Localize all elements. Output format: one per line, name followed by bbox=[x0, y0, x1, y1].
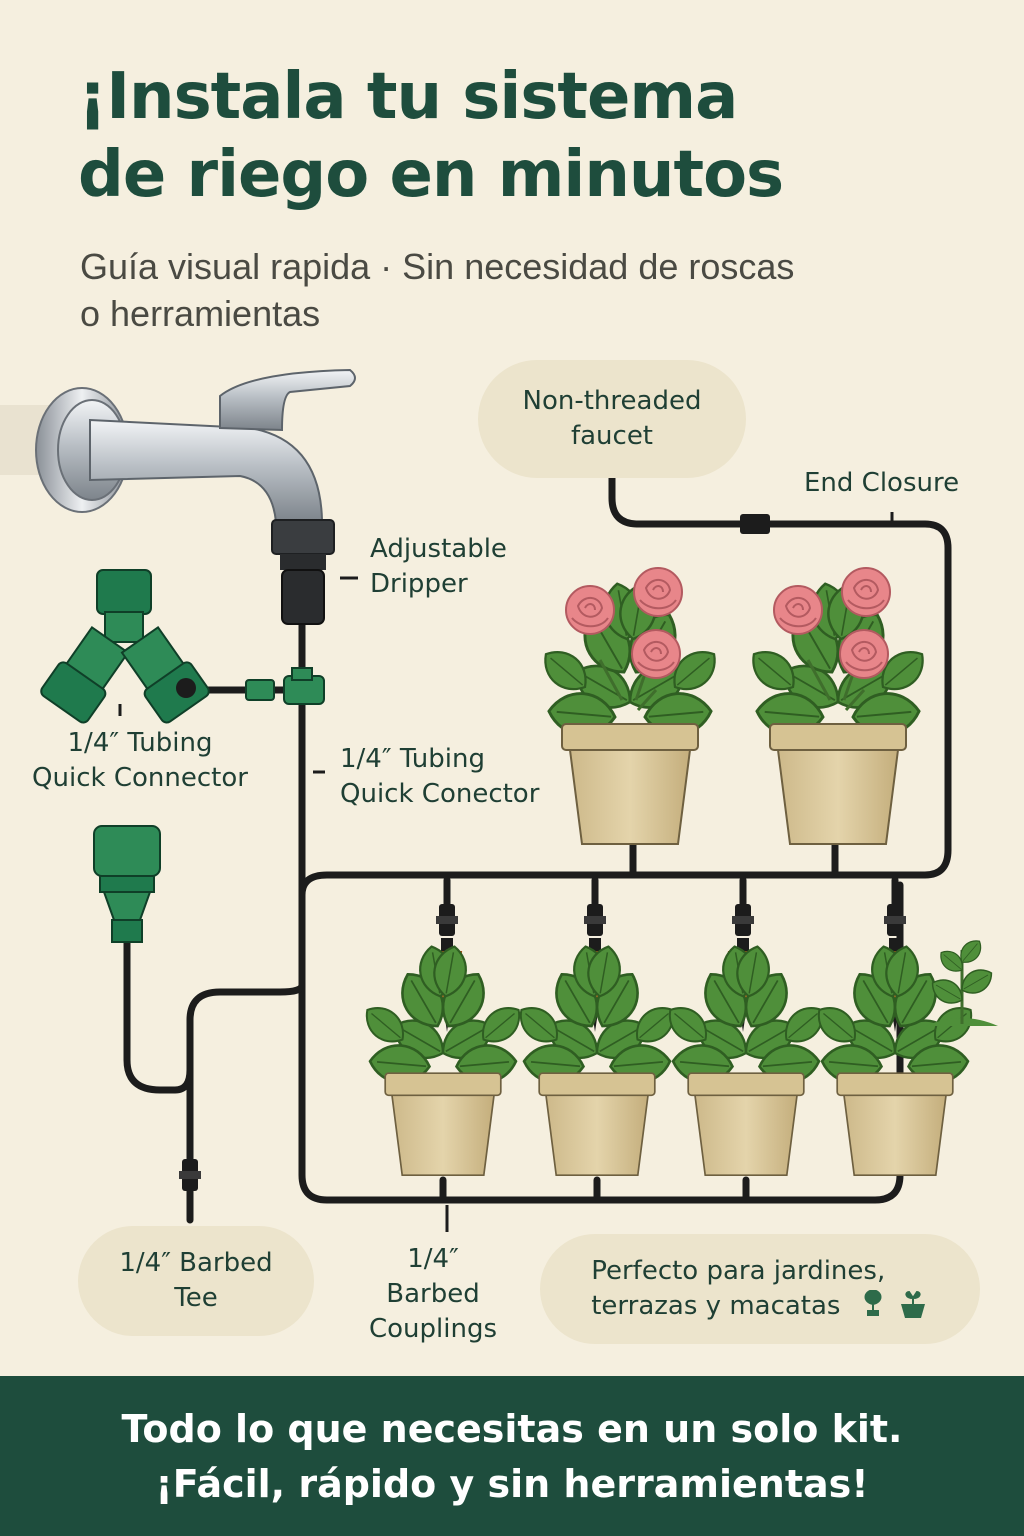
pot-sprout-icon bbox=[900, 1290, 925, 1318]
faucet-label-pill: Non-threaded faucet bbox=[478, 360, 746, 478]
end-closure-label: End Closure bbox=[804, 468, 960, 498]
potted-plant-icon bbox=[512, 944, 682, 1177]
label-line: faucet bbox=[570, 421, 654, 451]
label-text: terrazas y macatas bbox=[591, 1291, 841, 1321]
label-line: Dripper bbox=[370, 569, 468, 600]
barbed-tee-coupler bbox=[179, 1159, 201, 1191]
label-line: Non-threaded bbox=[522, 385, 702, 416]
seedling-icon bbox=[926, 935, 998, 1026]
subtitle-line-2: o herramientas bbox=[80, 292, 321, 334]
quick-connector-left-label: 1/4″ Tubing Quick Connector bbox=[20, 726, 260, 796]
adjustable-dripper-label: Adjustable Dripper bbox=[370, 532, 507, 602]
label-line: Quick Conector bbox=[340, 779, 540, 810]
label-line: 1/4″ Tubing bbox=[67, 728, 213, 758]
page-title: ¡Instala tu sistema de riego en minutos bbox=[78, 58, 978, 214]
leaf-icon bbox=[864, 1288, 882, 1316]
label-line: 1/4″ bbox=[407, 1244, 459, 1274]
label-line: Perfecto para jardines, bbox=[591, 1255, 886, 1286]
barbed-couplings-label: 1/4″ Barbed Couplings bbox=[350, 1242, 516, 1347]
tubing-quick-connector-inline bbox=[245, 667, 325, 705]
label-line: 1/4″ Tubing bbox=[340, 744, 485, 774]
footer-banner: Todo lo que necesitas en un solo kit. ¡F… bbox=[0, 1376, 1024, 1536]
label-line-with-icons: terrazas y macatas bbox=[591, 1288, 929, 1324]
quick-connector-mid-label: 1/4″ Tubing Quick Conector bbox=[340, 742, 539, 812]
rose-plant-icon bbox=[744, 567, 932, 845]
label-line: Couplings bbox=[368, 1314, 498, 1345]
plant-icons bbox=[864, 1288, 925, 1318]
label-line: Quick Connector bbox=[32, 763, 248, 794]
label-line: Adjustable bbox=[370, 534, 507, 564]
y-splitter-icon bbox=[40, 569, 210, 724]
label-line: 1/4″ Barbed bbox=[119, 1247, 273, 1278]
potted-plant-icon bbox=[358, 944, 528, 1177]
potted-plant-icon bbox=[810, 944, 980, 1177]
footer-line-2: ¡Fácil, rápido y sin herramientas! bbox=[155, 1462, 869, 1507]
end-closure-cap bbox=[740, 514, 770, 534]
faucet-icon bbox=[35, 368, 356, 625]
footer-line-1: Todo lo que necesitas en un solo kit. bbox=[121, 1407, 903, 1451]
non-threaded-faucet-label: Non-threaded faucet bbox=[523, 384, 702, 454]
perfect-for-pill: Perfecto para jardines, terrazas y macat… bbox=[540, 1234, 980, 1344]
perfect-for-label: Perfecto para jardines, terrazas y macat… bbox=[591, 1254, 929, 1324]
label-line: Tee bbox=[174, 1283, 218, 1313]
subtitle-line-1: Guía visual rapida · Sin necesidad de ro… bbox=[80, 246, 795, 287]
barbed-tee-label: 1/4″ Barbed Tee bbox=[119, 1246, 272, 1316]
title-line-1: ¡Instala tu sistema bbox=[78, 60, 738, 134]
page-subtitle: Guía visual rapida · Sin necesidad de ro… bbox=[80, 244, 960, 338]
rose-plant-icon bbox=[536, 567, 724, 845]
hose-connector-icon bbox=[93, 825, 161, 943]
label-line: Barbed bbox=[386, 1279, 480, 1310]
title-line-2: de riego en minutos bbox=[78, 138, 784, 213]
barbed-tee-label-pill: 1/4″ Barbed Tee bbox=[78, 1226, 314, 1336]
potted-plant-icon bbox=[661, 944, 831, 1177]
